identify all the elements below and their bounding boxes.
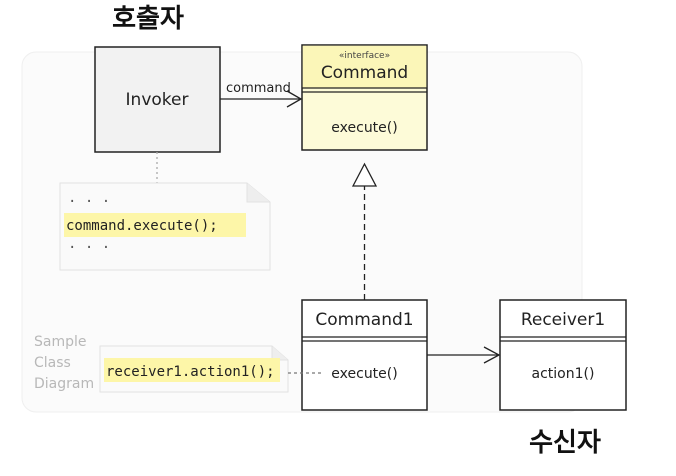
- invoker-box: [94, 46, 221, 153]
- command1-class: Command1 execute(): [301, 299, 428, 411]
- command-stereotype: «interface»: [339, 51, 390, 61]
- command1-operation: execute(): [331, 366, 397, 382]
- command1-note-highlight: [104, 358, 280, 382]
- association-label: command: [226, 81, 291, 96]
- invoker-note: · · · command.execute(); · · ·: [59, 152, 271, 271]
- realization-command1-command: [351, 162, 378, 300]
- command-name: Command: [321, 63, 408, 83]
- command-interface: «interface» Command execute(): [301, 44, 428, 151]
- invoker-note-dots-top: · · ·: [68, 194, 110, 210]
- command1-note: receiver1.action1();: [99, 345, 324, 393]
- caption-line-2: Class: [34, 355, 71, 371]
- invoker-note-fold: [246, 183, 270, 203]
- invoker-class: Invoker: [94, 46, 221, 153]
- receiver1-class: Receiver1 action1(): [499, 299, 627, 411]
- caption-line-1: Sample: [34, 334, 87, 350]
- receiver1-operation: action1(): [532, 366, 595, 382]
- association-command1-receiver1: [427, 346, 501, 364]
- command-header: [302, 45, 427, 88]
- receiver-label: 수신자: [529, 428, 601, 458]
- caller-label: 호출자: [112, 4, 184, 34]
- invoker-note-highlight: [64, 213, 246, 237]
- invoker-note-dots-bottom: · · ·: [68, 240, 110, 256]
- invoker-note-code: command.execute();: [66, 218, 218, 234]
- receiver1-name: Receiver1: [521, 310, 605, 330]
- association-arrowhead: [286, 90, 303, 108]
- command1-name: Command1: [315, 310, 413, 330]
- caption-line-3: Diagram: [34, 376, 94, 392]
- realization-triangle: [351, 162, 378, 187]
- invoker-name: Invoker: [126, 90, 189, 110]
- association-invoker-command: command: [220, 81, 303, 108]
- command1-note-code: receiver1.action1();: [106, 364, 275, 380]
- command-operation: execute(): [331, 120, 397, 136]
- association-arrowhead-2: [483, 346, 501, 364]
